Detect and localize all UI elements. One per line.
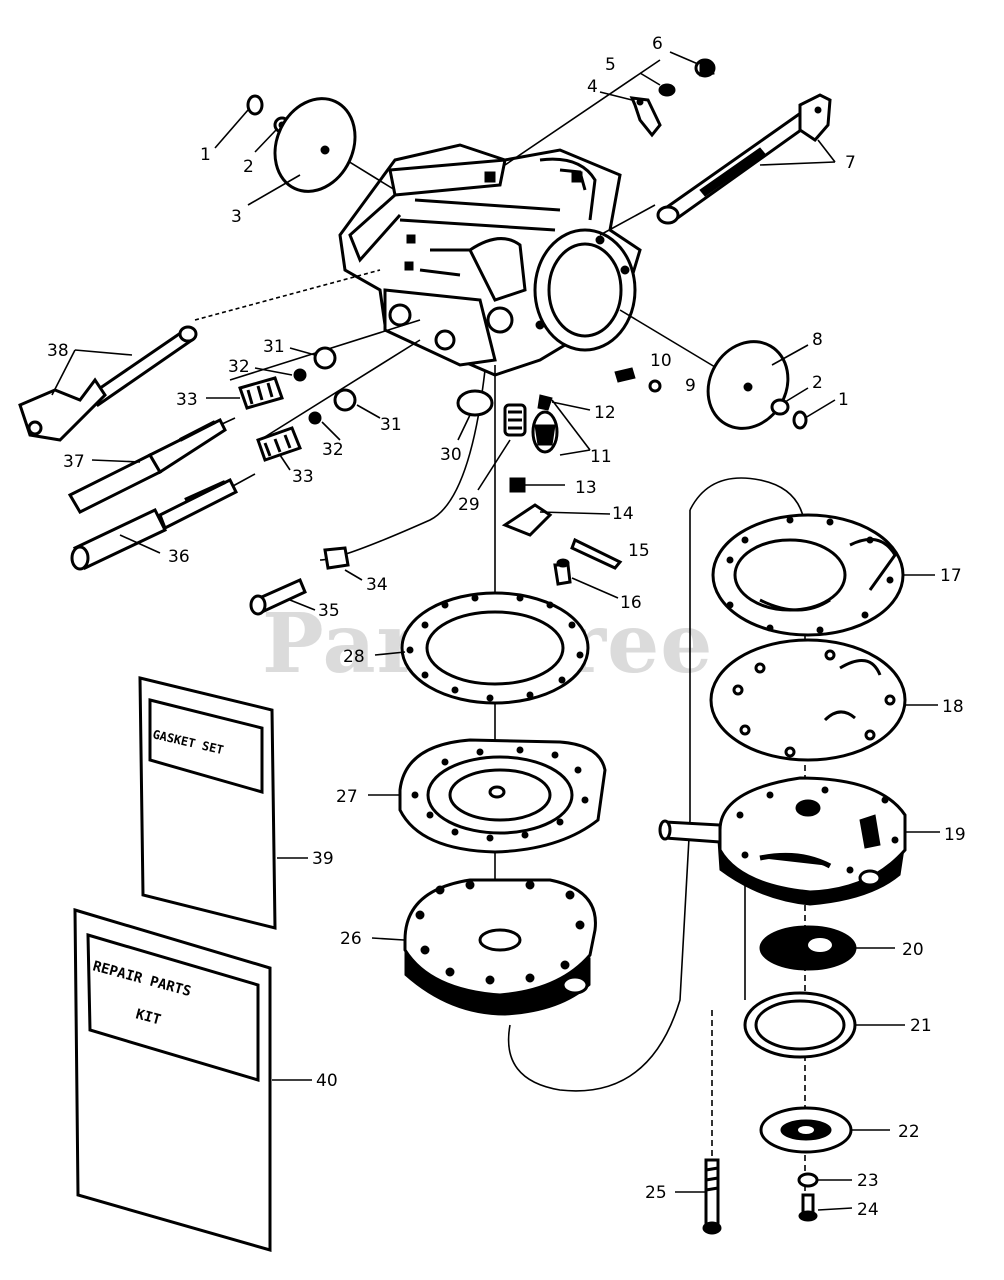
gasket-17 (711, 513, 905, 637)
part-label-7: 7 (845, 153, 856, 173)
part-label-16: 16 (620, 593, 642, 613)
part-label-2-right: 2 (812, 373, 823, 393)
cover-screw-25 (702, 1158, 722, 1235)
part-label-36: 36 (168, 547, 190, 567)
part-label-30: 30 (440, 445, 462, 465)
part-label-9: 9 (685, 376, 696, 396)
part-label-4: 4 (587, 77, 598, 97)
part-label-34: 34 (366, 575, 388, 595)
part-label-31-upper: 31 (263, 337, 285, 357)
part-label-15: 15 (628, 541, 650, 561)
part-label-38: 38 (47, 341, 69, 361)
part-label-11: 11 (590, 447, 612, 467)
choke-plate-right (706, 340, 808, 430)
throttle-bracket-top (629, 58, 716, 138)
repair-parts-kit-card: REPAIR PARTS KIT (73, 907, 272, 1252)
part-label-13: 13 (575, 478, 597, 498)
part-label-29: 29 (458, 495, 480, 515)
part-label-33-lower: 33 (292, 467, 314, 487)
part-label-5: 5 (605, 55, 616, 75)
spring-and-cup (456, 389, 527, 437)
part-label-32-lower: 32 (322, 440, 344, 460)
part-label-21: 21 (910, 1016, 932, 1036)
small-parts-9-10 (614, 367, 662, 393)
pump-diaphragm-20 (759, 925, 857, 971)
part-label-22: 22 (898, 1122, 920, 1142)
part-label-18: 18 (942, 697, 964, 717)
part-label-2: 2 (243, 157, 254, 177)
fuel-pump-body-19 (658, 776, 907, 906)
inlet-needle-assembly (531, 394, 591, 456)
low-speed-needle (70, 473, 256, 571)
part-label-27: 27 (336, 787, 358, 807)
gasket-28 (400, 591, 590, 705)
throttle-plate-screw-left (246, 94, 357, 193)
part-label-39: 39 (312, 849, 334, 869)
part-label-35: 35 (318, 601, 340, 621)
part-label-23: 23 (857, 1171, 879, 1191)
high-speed-needle (67, 417, 236, 514)
metering-lever-parts (501, 477, 623, 586)
diaphragm-cover-26 (403, 878, 597, 1016)
repair-kit-label-line2: KIT (134, 1006, 163, 1028)
part-label-12: 12 (594, 403, 616, 423)
part-label-24: 24 (857, 1200, 879, 1220)
part-label-1: 1 (200, 145, 211, 165)
part-label-6: 6 (652, 34, 663, 54)
diaphragm-18 (709, 638, 907, 762)
part-label-19: 19 (944, 825, 966, 845)
part-label-40: 40 (316, 1071, 338, 1091)
part-label-31-lower: 31 (380, 415, 402, 435)
pump-gasket-21 (743, 991, 857, 1059)
part-label-3: 3 (231, 207, 242, 227)
part-label-10: 10 (650, 351, 672, 371)
screw-and-spring-34-35 (249, 546, 350, 616)
part-label-26: 26 (340, 929, 362, 949)
part-label-1-right: 1 (838, 390, 849, 410)
part-label-33-upper: 33 (176, 390, 198, 410)
carburetor-body (338, 143, 642, 377)
gasket-set-card: GASKET SET (138, 676, 277, 930)
part-label-37: 37 (63, 452, 85, 472)
pump-cover-22 (759, 1106, 853, 1154)
throttle-shaft (656, 93, 832, 225)
part-label-8: 8 (812, 330, 823, 350)
part-label-25: 25 (645, 1183, 667, 1203)
part-label-17: 17 (940, 566, 962, 586)
adjusting-needles-left (238, 346, 357, 462)
part-label-32-upper: 32 (228, 357, 250, 377)
part-callouts: 1 2 3 4 5 6 7 8 2 1 10 9 12 (47, 34, 966, 1220)
part-label-14: 14 (612, 504, 634, 524)
diaphragm-27 (398, 738, 607, 854)
choke-shaft-lever (18, 325, 198, 442)
screw-washer-23-24 (797, 1172, 819, 1222)
part-label-28: 28 (343, 647, 365, 667)
part-label-20: 20 (902, 940, 924, 960)
